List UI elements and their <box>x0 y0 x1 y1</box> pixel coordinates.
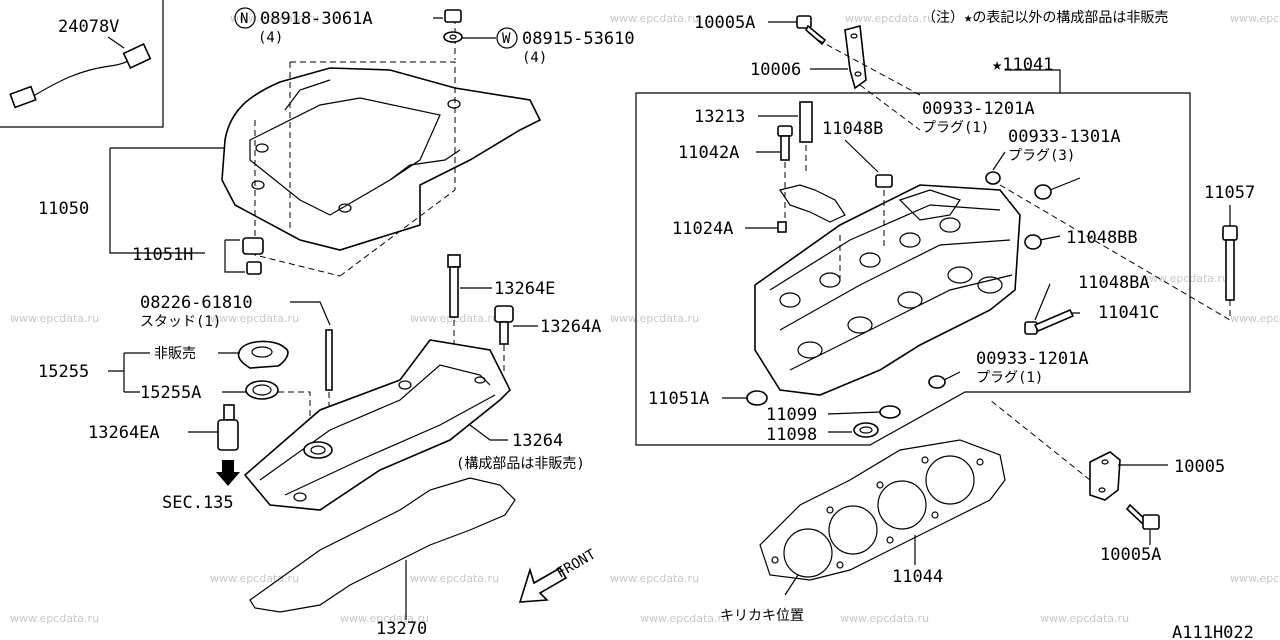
nut-washer-top: N W <box>234 7 518 49</box>
head-fasteners <box>722 101 1081 438</box>
bolt-11057 <box>999 184 1238 321</box>
label-11051a: 11051A <box>648 389 709 409</box>
label-11048b: 11048B <box>822 119 883 139</box>
watermark: www.epcdata.ru <box>10 612 99 625</box>
diagram-code: A111H022 <box>1172 623 1254 640</box>
watermark: www.epcdata.ru <box>210 312 299 325</box>
label-plug3: プラグ(3) <box>1008 148 1075 164</box>
watermark: www.epcdata.ru <box>410 572 499 585</box>
watermark: www.epcdata.ru <box>1230 12 1280 25</box>
label-10005: 10005 <box>1174 457 1225 477</box>
watermark: www.epcdata.ru <box>210 572 299 585</box>
watermark: www.epcdata.ru <box>1140 272 1229 285</box>
label-13264ea: 13264EA <box>88 423 160 443</box>
grommet-11051h <box>109 147 264 275</box>
label-10005a-bot: 10005A <box>1100 545 1161 565</box>
label-11098: 11098 <box>766 425 817 445</box>
head-gasket <box>759 439 1006 596</box>
label-kirikaki: キリカキ位置 <box>720 608 804 624</box>
label-13270: 13270 <box>376 619 427 639</box>
n-mark: N <box>240 11 248 27</box>
fittings-13264 <box>447 254 538 400</box>
label-00933-1201a-bot: 00933-1201A <box>976 349 1089 369</box>
label-13264a: 13264A <box>540 317 601 337</box>
harness-inset <box>0 0 164 128</box>
front-arrow: FRONT <box>518 546 599 603</box>
label-00933-1201a-top: 00933-1201A <box>922 99 1035 119</box>
bracket-upper <box>768 15 921 131</box>
watermark: www.epcdata.ru <box>1040 612 1129 625</box>
label-00933-1301a: 00933-1301A <box>1008 127 1121 147</box>
label-11057: 11057 <box>1204 183 1255 203</box>
part-labels: 24078V 08918-3061A (4) 08915-53610 (4) 1… <box>38 9 1255 640</box>
oil-filler-cap <box>108 340 311 430</box>
label-15255-sub: 非販売 <box>154 346 196 362</box>
label-13264: 13264 <box>512 431 563 451</box>
sale-note: （注）★の表記以外の構成部品は非販売 <box>922 9 1168 26</box>
label-10005a-top: 10005A <box>694 13 755 33</box>
label-11050: 11050 <box>38 199 89 219</box>
label-24078v: 24078V <box>58 17 119 37</box>
label-08918-qty: (4) <box>258 30 283 46</box>
watermark: www.epcdata.ru <box>610 312 699 325</box>
watermark: www.epcdata.ru <box>10 312 99 325</box>
label-13264-note: (構成部品は非販売) <box>456 456 585 472</box>
label-08226-61810: 08226-61810 <box>140 293 253 313</box>
watermark: www.epcdata.ru <box>640 612 729 625</box>
label-plug1-bot: プラグ(1) <box>976 370 1043 386</box>
front-label: FRONT <box>554 546 599 581</box>
label-11041c: 11041C <box>1098 303 1159 323</box>
label-11044: 11044 <box>892 567 943 587</box>
label-10006: 10006 <box>750 60 801 80</box>
watermark: www.epcdata.ru <box>845 12 934 25</box>
label-13213: 13213 <box>694 107 745 127</box>
label-13264e: 13264E <box>494 279 555 299</box>
watermark: www.epcdata.ru <box>610 12 699 25</box>
watermark: www.epcdata.ru <box>1230 572 1280 585</box>
label-11099: 11099 <box>766 405 817 425</box>
watermark: www.epcdata.ru <box>840 612 929 625</box>
label-11042a: 11042A <box>678 143 739 163</box>
rocker-cover <box>243 339 511 511</box>
rocker-gasket <box>249 477 516 620</box>
cylinder-head <box>754 184 1021 396</box>
label-11051h: 11051H <box>132 245 193 265</box>
label-08915-qty: (4) <box>522 50 547 66</box>
label-11048ba: 11048BA <box>1078 273 1150 293</box>
watermark: www.epcdata.ru <box>610 572 699 585</box>
w-mark: W <box>502 31 511 47</box>
label-sec135: SEC.135 <box>162 493 234 513</box>
watermark: www.epcdata.ru <box>1230 312 1280 325</box>
head-group-box <box>635 69 1191 446</box>
label-08918-3061a: 08918-3061A <box>260 9 373 29</box>
label-11048bb: 11048BB <box>1066 228 1138 248</box>
engine-cover <box>221 18 542 277</box>
label-11041: ★11041 <box>992 55 1053 75</box>
fitting-13264ea <box>188 404 240 486</box>
label-11024a: 11024A <box>672 219 733 239</box>
watermark: www.epcdata.ru <box>340 612 429 625</box>
label-08226-note: スタッド(1) <box>140 314 221 330</box>
label-08915-53610: 08915-53610 <box>522 29 635 49</box>
watermark: www.epcdata.ru <box>410 312 499 325</box>
watermark: www.epcdata.ru <box>230 12 319 25</box>
label-15255a: 15255A <box>140 383 201 403</box>
bracket-lower <box>989 399 1168 545</box>
label-plug1-top: プラグ(1) <box>922 120 989 136</box>
label-15255: 15255 <box>38 362 89 382</box>
